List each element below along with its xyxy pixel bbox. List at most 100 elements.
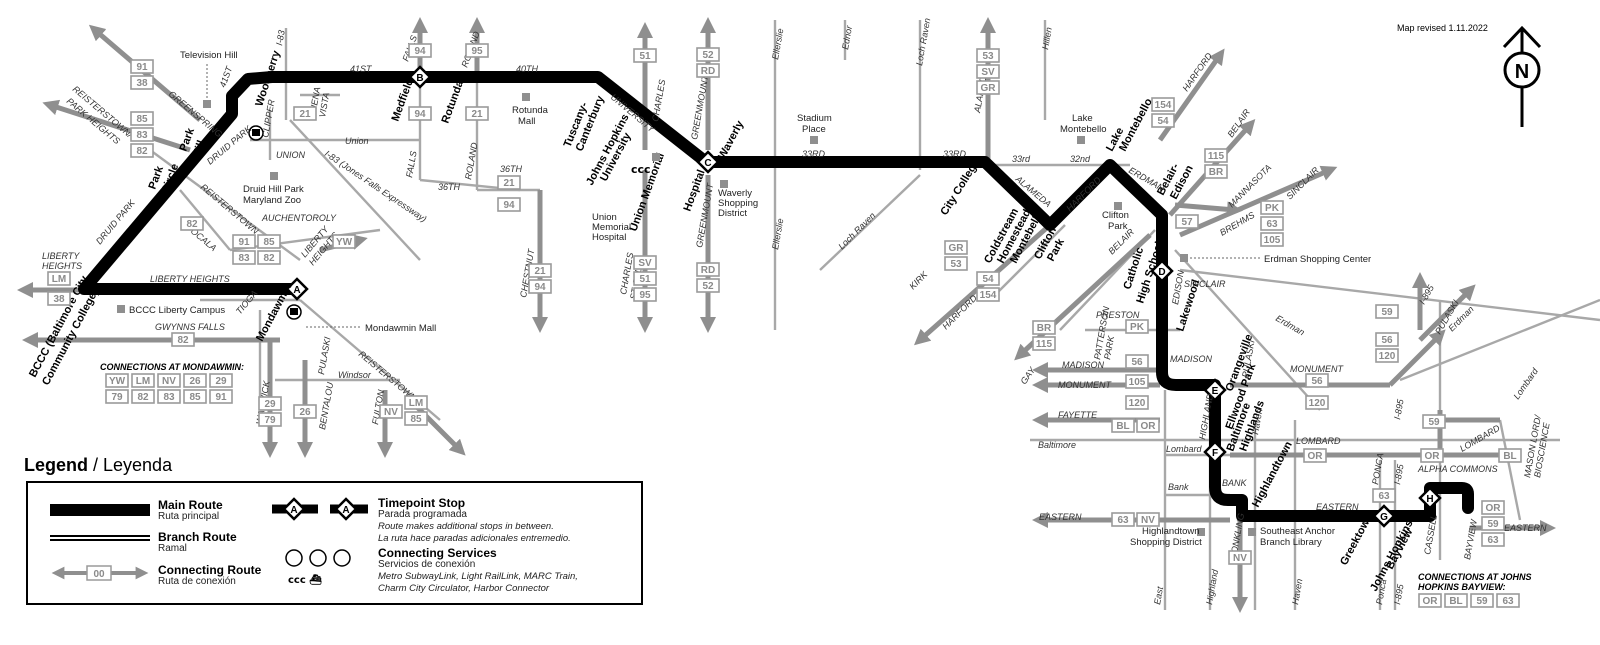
badge: 56 [1125,354,1149,369]
badge: GR [976,80,1000,95]
svg-text:SINCLAIR: SINCLAIR [1284,165,1321,202]
svg-text:95: 95 [639,290,651,301]
svg-text:32nd: 32nd [1070,154,1091,164]
svg-text:21: 21 [503,178,515,189]
badge: 85 [257,234,281,249]
badge: SV [633,255,657,270]
badge: SV [976,64,1000,79]
badge: 91 [130,59,154,74]
svg-text:115: 115 [1208,151,1225,162]
stop-highlandtown: Highlandtown [1250,439,1295,509]
badge: 82 [180,216,204,231]
badge: 38 [47,291,71,306]
north-arrow-icon: N [1502,25,1542,127]
timepoint-d[interactable]: D [1150,259,1174,283]
svg-text:GR: GR [981,83,997,94]
svg-text:LOMBARD: LOMBARD [1296,436,1341,446]
metro-subway-icon [248,125,264,141]
badge: OR [1303,448,1327,463]
svg-text:63: 63 [1378,491,1390,502]
badge: GR [944,240,968,255]
svg-text:51: 51 [639,51,651,62]
svg-text:B: B [416,73,423,84]
timepoint-e[interactable]: E [1203,378,1227,402]
svg-text:NV: NV [1141,515,1155,526]
badge: 51 [633,48,657,63]
svg-text:54: 54 [1157,116,1169,127]
svg-text:Haven: Haven [1250,408,1264,435]
svg-text:Windsor: Windsor [338,370,372,380]
svg-text:RD: RD [701,265,715,276]
landmark-rotunda-mall-1: Rotunda [512,105,549,116]
badge: 21 [528,263,552,278]
svg-text:GWYNNS FALLS: GWYNNS FALLS [155,322,225,332]
badge: 94 [528,279,552,294]
timepoint-f[interactable]: F [1203,440,1227,464]
svg-text:C: C [704,158,711,169]
badge: 63 [1372,488,1396,503]
svg-text:KIRK: KIRK [907,269,930,292]
badge: 54 [1151,113,1175,128]
svg-text:ALPHA COMMONS: ALPHA COMMONS [1417,464,1498,474]
svg-text:82: 82 [136,146,148,157]
badge: 79 [258,412,282,427]
svg-text:SINCLAIR: SINCLAIR [1184,279,1226,289]
badge: PK [1125,319,1149,334]
svg-text:ccc ⛴: ccc ⛴ [288,574,322,586]
svg-text:SV: SV [981,67,995,78]
svg-text:21: 21 [471,109,483,120]
svg-text:RD: RD [701,66,715,77]
timepoint-a[interactable]: A [285,277,309,301]
landmark-druid-2: Maryland Zoo [243,195,301,206]
svg-text:OR: OR [1423,596,1439,607]
metro-subway-icon [286,304,302,320]
badge: PK [1260,200,1284,215]
badge: 94 [497,197,521,212]
landmark-erdman-sc: Erdman Shopping Center [1264,254,1371,265]
stop-park-hill-2: Hill [191,139,208,159]
svg-text:63: 63 [1487,535,1499,546]
svg-text:83: 83 [238,253,250,264]
badge: OR [1420,448,1444,463]
svg-text:40TH: 40TH [516,64,539,74]
badge: RD [696,63,720,78]
svg-text:59: 59 [1487,519,1499,530]
svg-text:I-895: I-895 [1392,462,1406,485]
badge: BR [1204,164,1228,179]
svg-text:MADISON: MADISON [1170,354,1213,364]
svg-text:BAYVIEW: BAYVIEW [1462,517,1479,560]
svg-text:HARFORD: HARFORD [1064,175,1103,214]
badge: 82 [171,332,195,347]
svg-text:91: 91 [238,237,250,248]
svg-text:PULASKI: PULASKI [316,336,333,376]
svg-text:GR: GR [949,243,965,254]
svg-text:MONUMENT: MONUMENT [1290,364,1344,374]
svg-text:H: H [1426,494,1433,505]
svg-text:EASTERN: EASTERN [1504,523,1547,533]
landmark-waverly-sd-3: District [718,208,747,219]
svg-text:95: 95 [471,46,483,57]
svg-text:115: 115 [1036,339,1053,350]
landmark-umh-2: Memorial [592,222,631,233]
timepoint-h[interactable]: H [1418,486,1442,510]
landmark-hl-sd-1: Highlandtown [1142,526,1200,537]
badge: 83 [130,127,154,142]
legend-symbols: 00 A A ccc ⛴ [50,497,368,586]
svg-text:Ponca: Ponca [1374,578,1388,605]
svg-text:BL: BL [1449,596,1462,607]
svg-text:00: 00 [93,569,105,580]
svg-text:YW: YW [109,376,126,387]
svg-text:D: D [1158,267,1165,278]
svg-text:120: 120 [1129,398,1146,409]
stop-lake-2: Montebello [1117,96,1155,153]
svg-text:Haven: Haven [1290,578,1304,605]
svg-text:29: 29 [215,376,227,387]
svg-text:33RD: 33RD [802,149,826,159]
timepoint-c[interactable]: C [696,150,720,174]
svg-text:82: 82 [186,219,198,230]
badge: 115 [1032,336,1056,351]
svg-text:120: 120 [1309,398,1326,409]
timepoint-b[interactable]: B [408,65,432,89]
svg-text:52: 52 [702,281,714,292]
timepoint-g[interactable]: G [1372,504,1396,528]
